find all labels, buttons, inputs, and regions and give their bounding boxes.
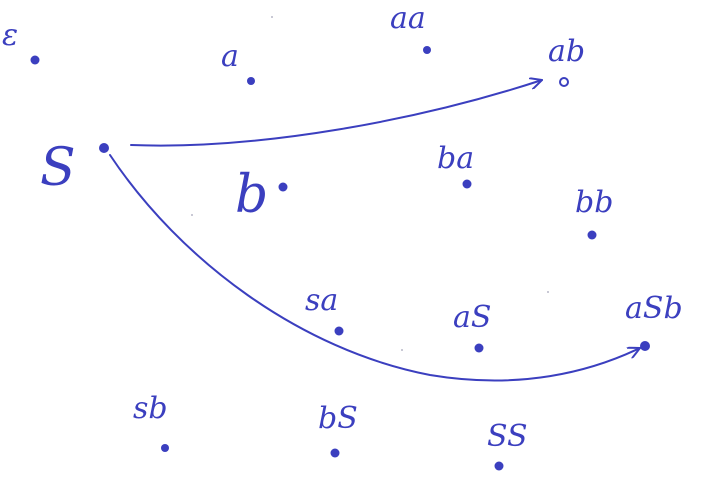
node-ab: ab	[548, 34, 585, 87]
node-dot-bb	[587, 230, 597, 240]
node-label-ba: ba	[437, 141, 474, 176]
node-dot-as	[474, 343, 484, 353]
node-label-sb: sb	[133, 391, 168, 426]
node-dot-a	[247, 77, 255, 85]
node-label-aa: aa	[390, 1, 426, 36]
node-dot-aa	[423, 46, 431, 54]
node-dot-ba	[462, 179, 472, 189]
node-a: a	[221, 39, 255, 85]
node-bs: bS	[318, 401, 358, 458]
node-dot-ss	[494, 461, 504, 471]
node-dot-b	[278, 182, 288, 192]
node-dot-sb	[161, 444, 169, 452]
edge-s-to-asb	[109, 154, 641, 382]
node-ba: ba	[437, 141, 474, 189]
node-dot-ab	[559, 77, 569, 87]
node-dot-sa	[334, 326, 344, 336]
node-sa: sa	[305, 283, 344, 336]
speck	[191, 214, 193, 216]
node-label-a: a	[221, 39, 239, 74]
edge-s-to-ab	[130, 80, 543, 147]
node-sb: sb	[133, 391, 169, 452]
node-s: S	[40, 138, 109, 198]
node-label-ss: SS	[487, 419, 528, 454]
speck	[401, 349, 403, 351]
node-label-ab: ab	[548, 34, 585, 69]
node-dot-asb	[640, 341, 650, 351]
node-label-as: aS	[453, 300, 491, 335]
node-epsilon: ε	[2, 18, 40, 65]
node-label-asb: aSb	[625, 291, 683, 326]
node-dot-s	[99, 143, 109, 153]
node-label-sa: sa	[305, 283, 338, 318]
node-dot-bs	[330, 448, 340, 458]
node-dot-epsilon	[30, 55, 40, 65]
node-label-bb: bb	[575, 185, 613, 220]
node-bb: bb	[575, 185, 613, 240]
node-b: b	[235, 165, 288, 225]
speck	[547, 291, 549, 293]
node-label-b: b	[235, 165, 268, 225]
node-label-s: S	[40, 138, 76, 198]
node-ss: SS	[487, 419, 528, 471]
node-as: aS	[453, 300, 491, 353]
node-label-bs: bS	[318, 401, 358, 436]
speck	[271, 16, 273, 18]
node-label-epsilon: ε	[2, 18, 18, 53]
node-asb: aSb	[625, 291, 683, 351]
node-aa: aa	[390, 1, 431, 54]
